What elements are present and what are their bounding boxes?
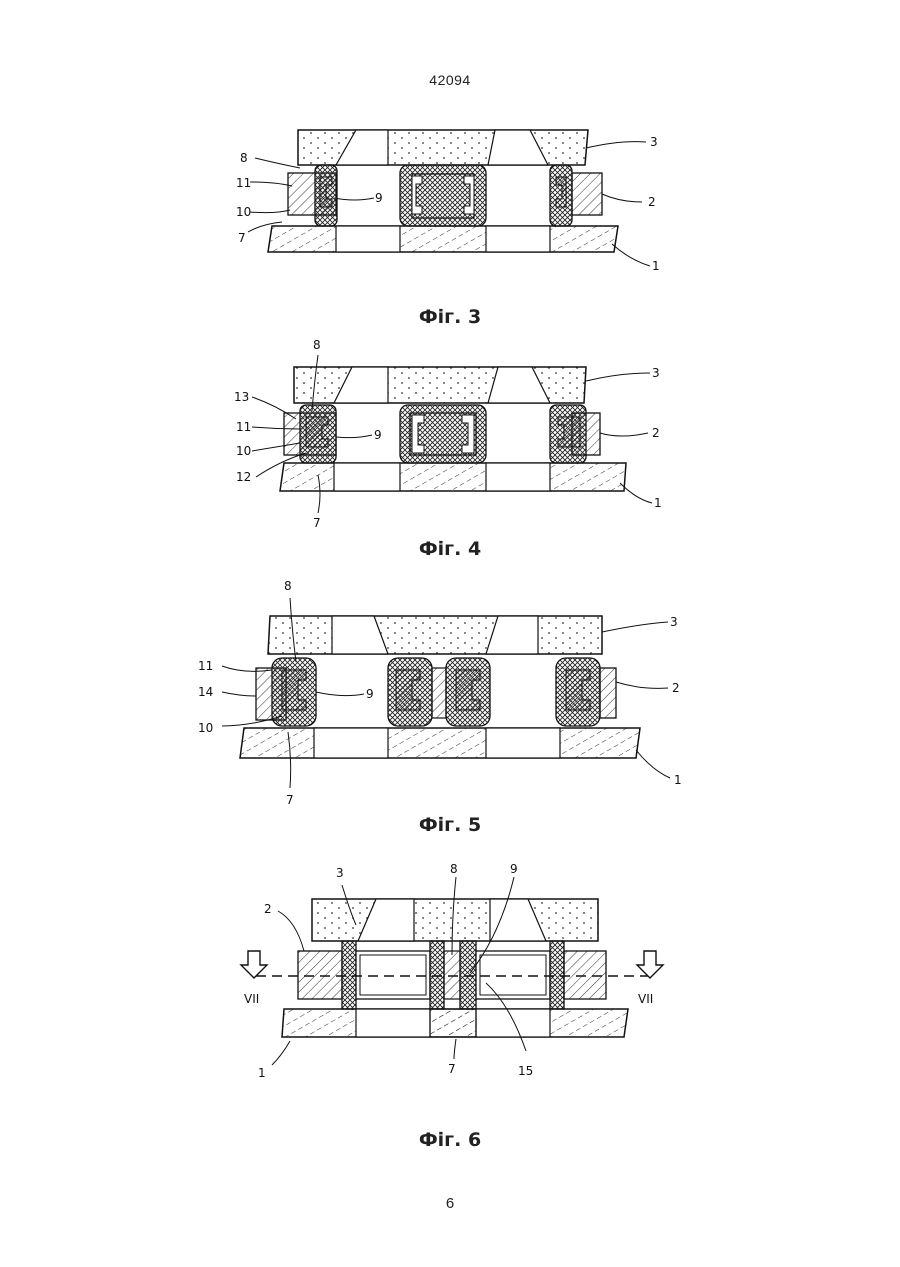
fig5-label: 14 <box>198 685 213 699</box>
figure-5-drawing: 8 3 11 14 10 9 2 1 7 <box>0 570 900 815</box>
figure-5: 8 3 11 14 10 9 2 1 7 Фіг. 5 <box>0 570 900 815</box>
fig5-label: 10 <box>198 721 213 735</box>
fig6-label: 2 <box>264 902 272 916</box>
fig5-label: 9 <box>366 687 374 701</box>
fig5-label: 7 <box>286 793 294 807</box>
fig6-label: 7 <box>448 1062 456 1076</box>
figure-3-caption: Фіг. 3 <box>0 306 900 328</box>
fig3-label: 7 <box>238 231 246 245</box>
figure-6: 3 8 9 2 VII VII 1 7 15 Фіг. 6 <box>0 855 900 1090</box>
fig4-label: 7 <box>313 516 321 530</box>
fig4-label: 8 <box>313 338 321 352</box>
fig3-label: 10 <box>236 205 251 219</box>
fig5-label: 11 <box>198 659 213 673</box>
fig6-label: 1 <box>258 1066 266 1080</box>
figure-6-caption: Фіг. 6 <box>0 1129 900 1151</box>
fig4-label: 11 <box>236 420 251 434</box>
fig6-label: VII <box>244 992 259 1006</box>
fig3-label: 1 <box>652 259 660 273</box>
fig6-label: 3 <box>336 866 344 880</box>
figure-3-drawing: 3 8 11 10 7 9 2 1 <box>0 120 900 290</box>
fig4-label: 10 <box>236 444 251 458</box>
fig6-label: 9 <box>510 862 518 876</box>
fig4-label: 13 <box>234 390 249 404</box>
fig5-label: 8 <box>284 579 292 593</box>
figure-4: 8 3 13 11 10 12 9 2 1 7 Фіг. 4 <box>0 335 900 535</box>
fig5-label: 3 <box>670 615 678 629</box>
fig3-label: 3 <box>650 135 658 149</box>
fig3-label: 8 <box>240 151 248 165</box>
fig6-label: VII <box>638 992 653 1006</box>
fig5-label: 2 <box>672 681 680 695</box>
fig3-label: 2 <box>648 195 656 209</box>
fig6-label: 8 <box>450 862 458 876</box>
figure-5-caption: Фіг. 5 <box>0 814 900 836</box>
fig6-label: 15 <box>518 1064 533 1078</box>
fig4-label: 9 <box>374 428 382 442</box>
fig3-label: 11 <box>236 176 251 190</box>
figure-3: 3 8 11 10 7 9 2 1 Фіг. 3 <box>0 120 900 290</box>
fig5-label: 1 <box>674 773 682 787</box>
figure-4-caption: Фіг. 4 <box>0 538 900 560</box>
figure-6-drawing: 3 8 9 2 VII VII 1 7 15 <box>0 855 900 1090</box>
figure-4-drawing: 8 3 13 11 10 12 9 2 1 7 <box>0 335 900 535</box>
fig3-label: 9 <box>375 191 383 205</box>
fig4-label: 12 <box>236 470 251 484</box>
fig4-label: 1 <box>654 496 662 510</box>
page-footer-number: 6 <box>0 1195 900 1212</box>
fig4-label: 2 <box>652 426 660 440</box>
fig4-label: 3 <box>652 366 660 380</box>
page-header-number: 42094 <box>0 72 900 88</box>
